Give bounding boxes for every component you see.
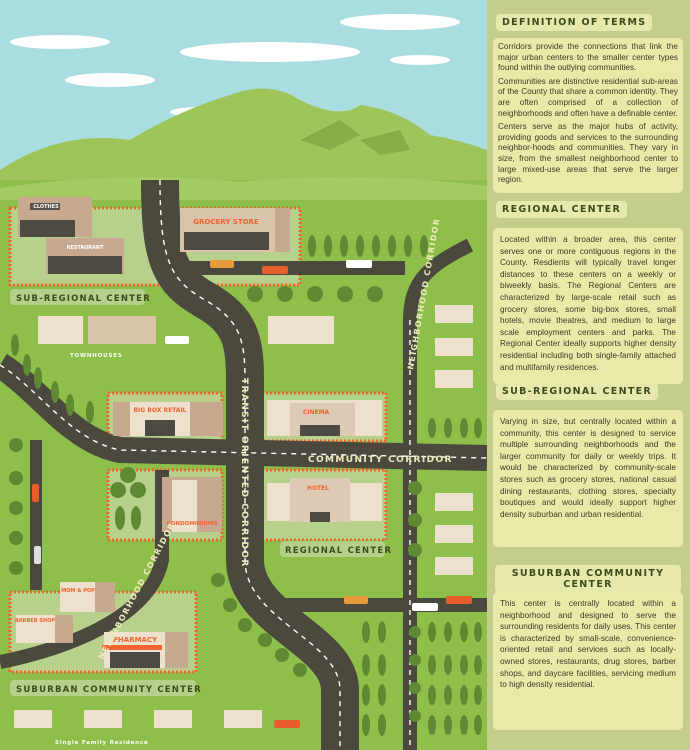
building-label-mom-pop: MOM & POP	[61, 588, 95, 594]
regional-text: Located within a broader area, this cent…	[500, 235, 676, 372]
regional-title: Regional Center	[496, 201, 628, 218]
building-label-grocery: GROCERY STORE	[193, 218, 259, 226]
label-single-family: Single Family Residence	[55, 740, 148, 746]
label-townhouses: TOWNHOUSES	[70, 353, 123, 359]
area-label-backgrounds	[10, 289, 385, 696]
suburban-title: Suburban Community Center	[495, 565, 681, 593]
label-community-corridor: COMMUNITY CORRIDOR	[308, 455, 453, 465]
road-markings	[0, 179, 487, 750]
definition-box: Corridors provide the connections that l…	[493, 38, 683, 193]
label-regional-center: REGIONAL CENTER	[285, 546, 392, 556]
suburban-box: This center is centrally located within …	[493, 592, 683, 730]
label-suburban-community-center: SUBURBAN COMMUNITY CENTER	[16, 685, 202, 695]
definition-paragraph: Corridors provide the connections that l…	[498, 42, 678, 73]
sub-regional-title: Sub-Regional Center	[496, 383, 659, 400]
sub-regional-text: Varying in size, but centrally located w…	[500, 417, 676, 519]
hill-band	[0, 176, 487, 200]
building-label-pharmacy: PHARMACY	[113, 636, 158, 644]
mountain-shadows	[300, 120, 410, 155]
definition-paragraph: Communities are distinctive residential …	[498, 76, 678, 118]
regional-box: Located within a broader area, this cent…	[493, 228, 683, 385]
cars	[32, 260, 472, 728]
building-label-clothes: CLOTHES	[33, 204, 59, 210]
definition-title: Definition of terms	[496, 14, 653, 31]
suburban-text: This center is centrally located within …	[500, 599, 676, 690]
label-transit-oriented-corridor: TRANSIT ORIENTED CORRIDOR	[239, 378, 249, 568]
sidebar: Definition of terms Corridors provide th…	[487, 0, 690, 750]
building-label-restaurant: RESTAURANT	[67, 245, 105, 251]
buildings	[14, 197, 473, 728]
building-label-barber: BARBER SHOP	[15, 618, 55, 624]
definition-paragraph: Centers serve as the major hubs of activ…	[498, 122, 678, 185]
label-sub-regional-center: SUB-REGIONAL CENTER	[16, 294, 151, 304]
building-label-big-box: BIG BOX RETAIL	[133, 407, 186, 414]
building-label-hotel: HOTEL	[307, 485, 329, 492]
sub-regional-box: Varying in size, but centrally located w…	[493, 410, 683, 547]
building-label-cinema: CINEMA	[303, 409, 330, 416]
illustrated-map: CLOTHES RESTAURANT GROCERY STORE BIG BOX…	[0, 0, 487, 750]
building-label-condominiums: CONDOMINIUMS	[167, 521, 218, 527]
trees	[9, 235, 482, 736]
